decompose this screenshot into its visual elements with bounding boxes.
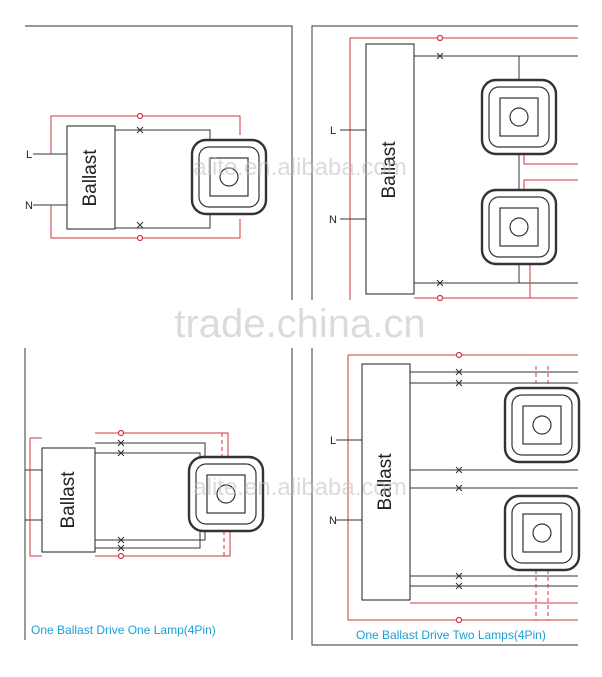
diagram-4-two-lamps-4pin [336, 351, 581, 624]
ballast-box [66, 125, 116, 230]
panel-frames [24, 25, 578, 646]
caption-4: One Ballast Drive Two Lamps(4Pin) [356, 628, 546, 642]
ballast-label-2: Ballast [379, 141, 400, 199]
ballast-box [41, 447, 96, 553]
n-label-2: N [329, 214, 337, 226]
n-label-4: N [329, 515, 337, 527]
l-label-2: L [330, 125, 336, 137]
ballast-box [361, 363, 411, 601]
l-label-1: L [26, 149, 32, 161]
watermark-center: trade.china.cn [174, 302, 425, 346]
l-label-4: L [330, 435, 336, 447]
ballast-label-3: Ballast [58, 471, 79, 529]
diagram-2-two-lamps-2pin [340, 34, 578, 302]
n-label-1: N [25, 200, 33, 212]
ballast-label-4: Ballast [375, 453, 396, 511]
ballast-box [365, 43, 415, 295]
watermark-alite-bottom: alite.en.alibaba.com [193, 474, 406, 501]
watermark-alite-top: alite.en.alibaba.com [193, 154, 406, 181]
diagram-1-one-lamp-2pin [33, 112, 268, 242]
diagram-3-one-lamp-4pin [25, 429, 265, 560]
ballast-label-1: Ballast [80, 149, 101, 207]
caption-3: One Ballast Drive One Lamp(4Pin) [31, 623, 216, 637]
